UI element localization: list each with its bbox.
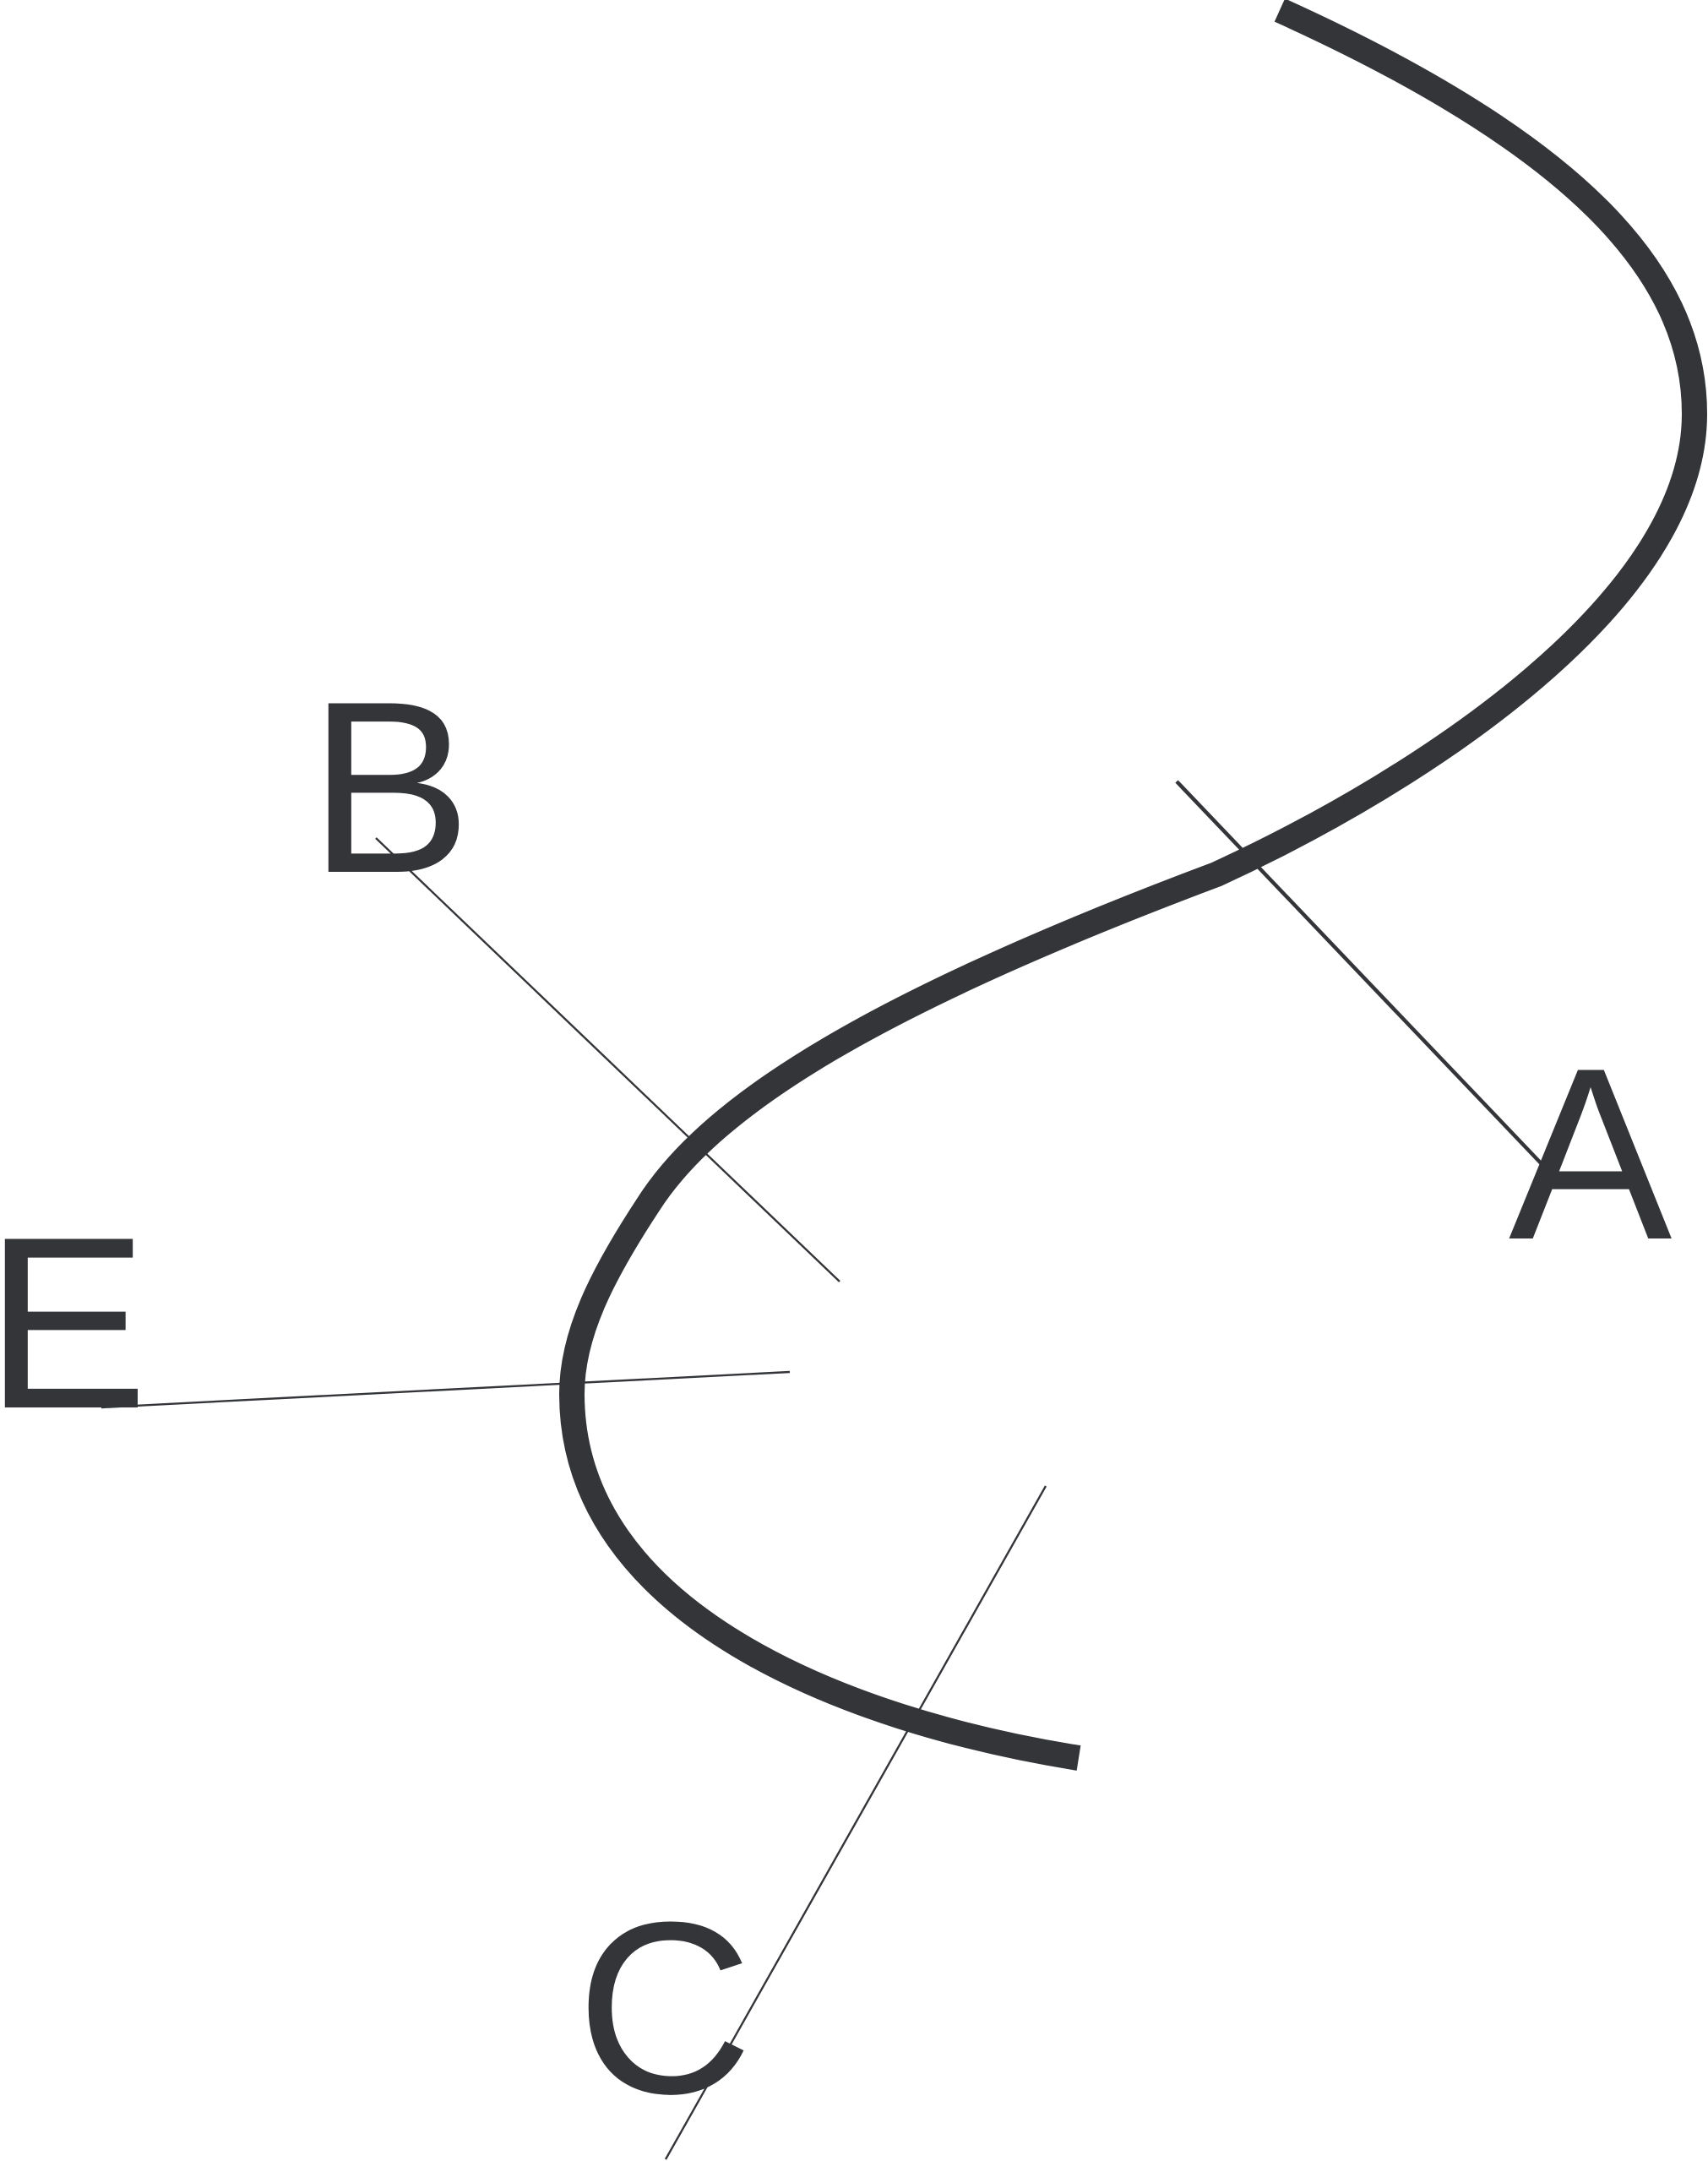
leader-line-b — [375, 837, 840, 1282]
label-e: E — [0, 1186, 148, 1460]
label-b: B — [308, 650, 471, 924]
leader-line-a — [1175, 780, 1548, 1170]
main-curve — [559, 0, 1707, 1771]
leader-line-c — [664, 1485, 1047, 2160]
label-a: A — [1509, 1017, 1673, 1291]
leader-line-e — [101, 1370, 791, 1409]
label-c: C — [576, 1871, 753, 2145]
